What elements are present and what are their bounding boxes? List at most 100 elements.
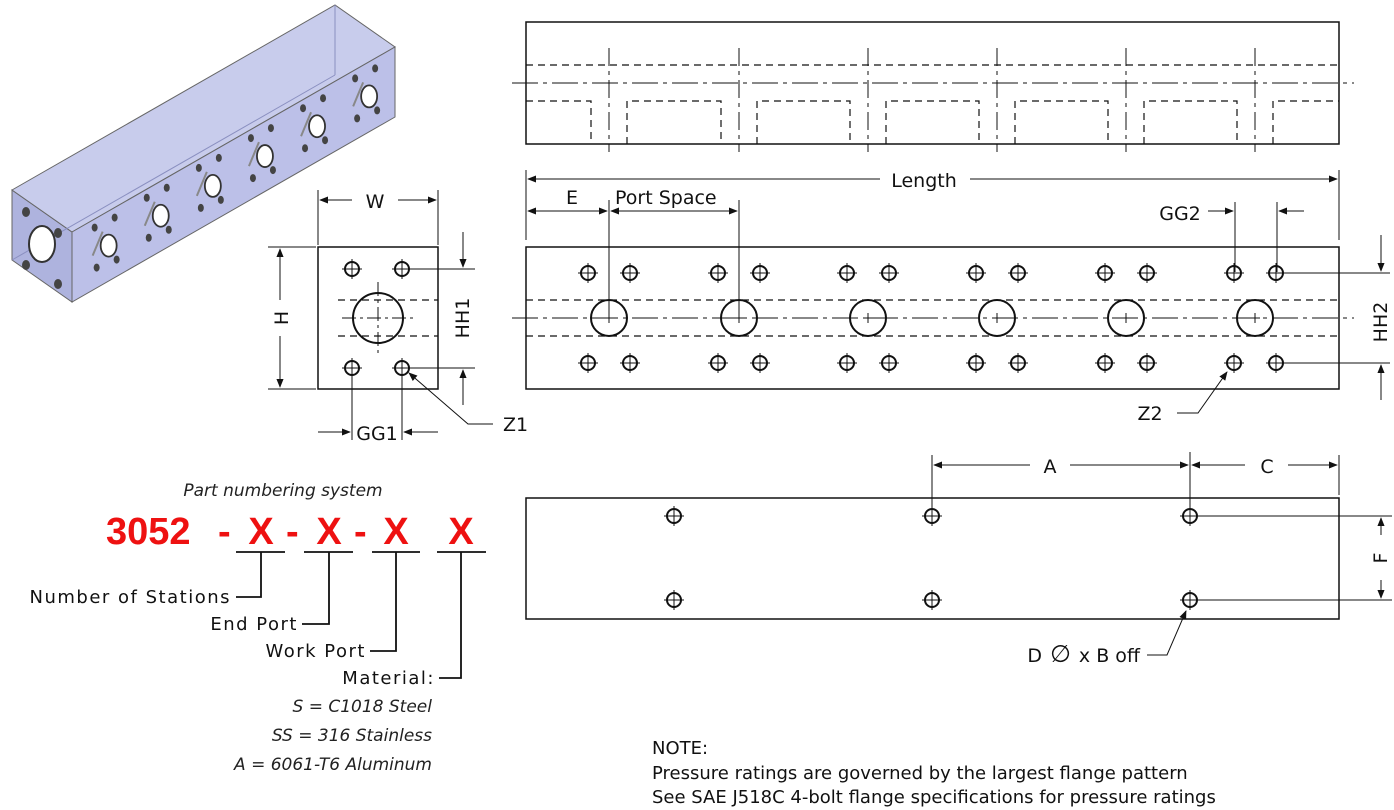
bolt-hole bbox=[966, 353, 986, 373]
stations-code: X bbox=[248, 511, 274, 553]
iso-bolt-hole bbox=[145, 233, 152, 242]
bolt-hole bbox=[620, 353, 640, 373]
part-dash-1: - bbox=[218, 511, 231, 553]
c-label: C bbox=[1260, 456, 1273, 478]
z2-label: Z2 bbox=[1137, 403, 1162, 425]
bolt-hole bbox=[620, 263, 640, 283]
note-block: NOTE: Pressure ratings are governed by t… bbox=[652, 738, 1216, 808]
iso-port bbox=[151, 203, 170, 228]
iso-hidden-bore bbox=[248, 141, 260, 167]
part-base-number: 3052 bbox=[106, 511, 191, 553]
iso-bolt-hole bbox=[374, 106, 381, 115]
z1-label: Z1 bbox=[503, 414, 528, 436]
iso-hidden-bore bbox=[195, 171, 208, 197]
hh2-label: HH2 bbox=[1370, 302, 1392, 343]
label-end-port: End Port bbox=[210, 614, 298, 635]
iso-bolt-hole bbox=[302, 144, 309, 153]
iso-port bbox=[256, 144, 274, 168]
bolt-hole bbox=[1266, 353, 1286, 373]
iso-bolt-hole bbox=[247, 134, 254, 143]
top-view bbox=[512, 21, 1354, 152]
label-material: Material: bbox=[342, 668, 435, 689]
iso-port bbox=[203, 174, 222, 198]
iso-bolt-hole bbox=[91, 223, 98, 232]
hh1-label: HH1 bbox=[452, 298, 474, 339]
iso-bolt-hole bbox=[300, 104, 307, 113]
bolt-hole bbox=[1095, 353, 1115, 373]
note-line-2: See SAE J518C 4-bolt flange specificatio… bbox=[652, 787, 1216, 808]
iso-port bbox=[308, 114, 326, 139]
d-suffix-label: x B off bbox=[1079, 645, 1141, 667]
mounting-hole bbox=[664, 590, 684, 610]
iso-bolt-hole bbox=[217, 195, 224, 204]
iso-front-face-ports bbox=[91, 64, 381, 272]
iso-bolt-hole bbox=[267, 124, 274, 133]
h-label: H bbox=[271, 311, 293, 325]
bottom-view: A C F D∅x B off bbox=[525, 452, 1392, 668]
iso-bolt-hole bbox=[352, 74, 359, 83]
bolt-hole bbox=[1137, 263, 1157, 283]
mounting-hole bbox=[1180, 590, 1200, 610]
end-view: W H HH1 GG1 Z1 bbox=[268, 190, 528, 445]
iso-bolt-hole bbox=[322, 136, 329, 145]
material-steel: S = C1018 Steel bbox=[293, 697, 433, 717]
bolt-hole bbox=[708, 263, 728, 283]
iso-bolt-hole bbox=[320, 94, 327, 103]
diameter-symbol-icon: ∅ bbox=[1050, 640, 1071, 668]
work-port bbox=[1107, 299, 1145, 337]
part-numbering-title: Part numbering system bbox=[183, 481, 382, 501]
mounting-hole bbox=[664, 506, 684, 526]
material-stainless: SS = 316 Stainless bbox=[272, 726, 432, 746]
iso-bolt-hole bbox=[93, 263, 100, 272]
bolt-hole bbox=[750, 353, 770, 373]
a-label: A bbox=[1044, 456, 1057, 478]
length-label: Length bbox=[891, 170, 957, 192]
iso-bolt-hole bbox=[195, 163, 202, 172]
bolt-hole bbox=[966, 263, 986, 283]
iso-bolt-hole bbox=[143, 193, 150, 202]
part-numbering-system: Part numbering system 3052 - X - X - X X… bbox=[30, 481, 486, 775]
bolt-hole bbox=[1008, 353, 1028, 373]
bolt-hole bbox=[708, 353, 728, 373]
bolt-hole bbox=[578, 263, 598, 283]
iso-bolt-hole bbox=[197, 203, 204, 212]
bolt-hole bbox=[1266, 263, 1286, 283]
front-view: Length E Port Space GG2 HH2 Z2 bbox=[512, 170, 1392, 425]
e-label: E bbox=[566, 187, 578, 209]
iso-bolt-hole bbox=[113, 255, 120, 264]
end-port-code: X bbox=[316, 511, 342, 553]
iso-bolt-hole bbox=[372, 64, 379, 73]
iso-bolt-hole bbox=[163, 183, 170, 192]
bolt-hole bbox=[1008, 263, 1028, 283]
iso-port bbox=[99, 233, 118, 258]
bolt-hole bbox=[342, 259, 362, 279]
bolt-hole bbox=[750, 263, 770, 283]
work-port bbox=[978, 299, 1016, 337]
iso-hidden-bore bbox=[352, 82, 365, 107]
work-port bbox=[1236, 299, 1274, 337]
iso-bolt-hole bbox=[269, 166, 276, 175]
iso-hidden-bore bbox=[300, 111, 312, 137]
iso-bolt-hole bbox=[215, 153, 222, 162]
d-label: D bbox=[1027, 645, 1042, 667]
note-line-1: Pressure ratings are governed by the lar… bbox=[652, 763, 1188, 784]
bolt-hole bbox=[879, 353, 899, 373]
work-port bbox=[849, 299, 887, 337]
iso-bolt-hole bbox=[165, 225, 172, 234]
bolt-hole bbox=[578, 353, 598, 373]
port-space-label: Port Space bbox=[615, 187, 717, 209]
mounting-hole bbox=[922, 590, 942, 610]
bolt-hole bbox=[1224, 263, 1244, 283]
iso-hidden-bore bbox=[143, 201, 156, 227]
w-label: W bbox=[366, 191, 385, 213]
material-aluminum: A = 6061-T6 Aluminum bbox=[233, 755, 432, 775]
iso-end-face-ports bbox=[22, 207, 62, 289]
label-number-of-stations: Number of Stations bbox=[30, 587, 231, 608]
note-heading: NOTE: bbox=[652, 738, 708, 759]
gg2-label: GG2 bbox=[1159, 203, 1201, 225]
iso-bolt-hole bbox=[354, 114, 361, 123]
label-work-port: Work Port bbox=[266, 641, 367, 662]
iso-port bbox=[360, 84, 379, 109]
bolt-hole bbox=[837, 263, 857, 283]
